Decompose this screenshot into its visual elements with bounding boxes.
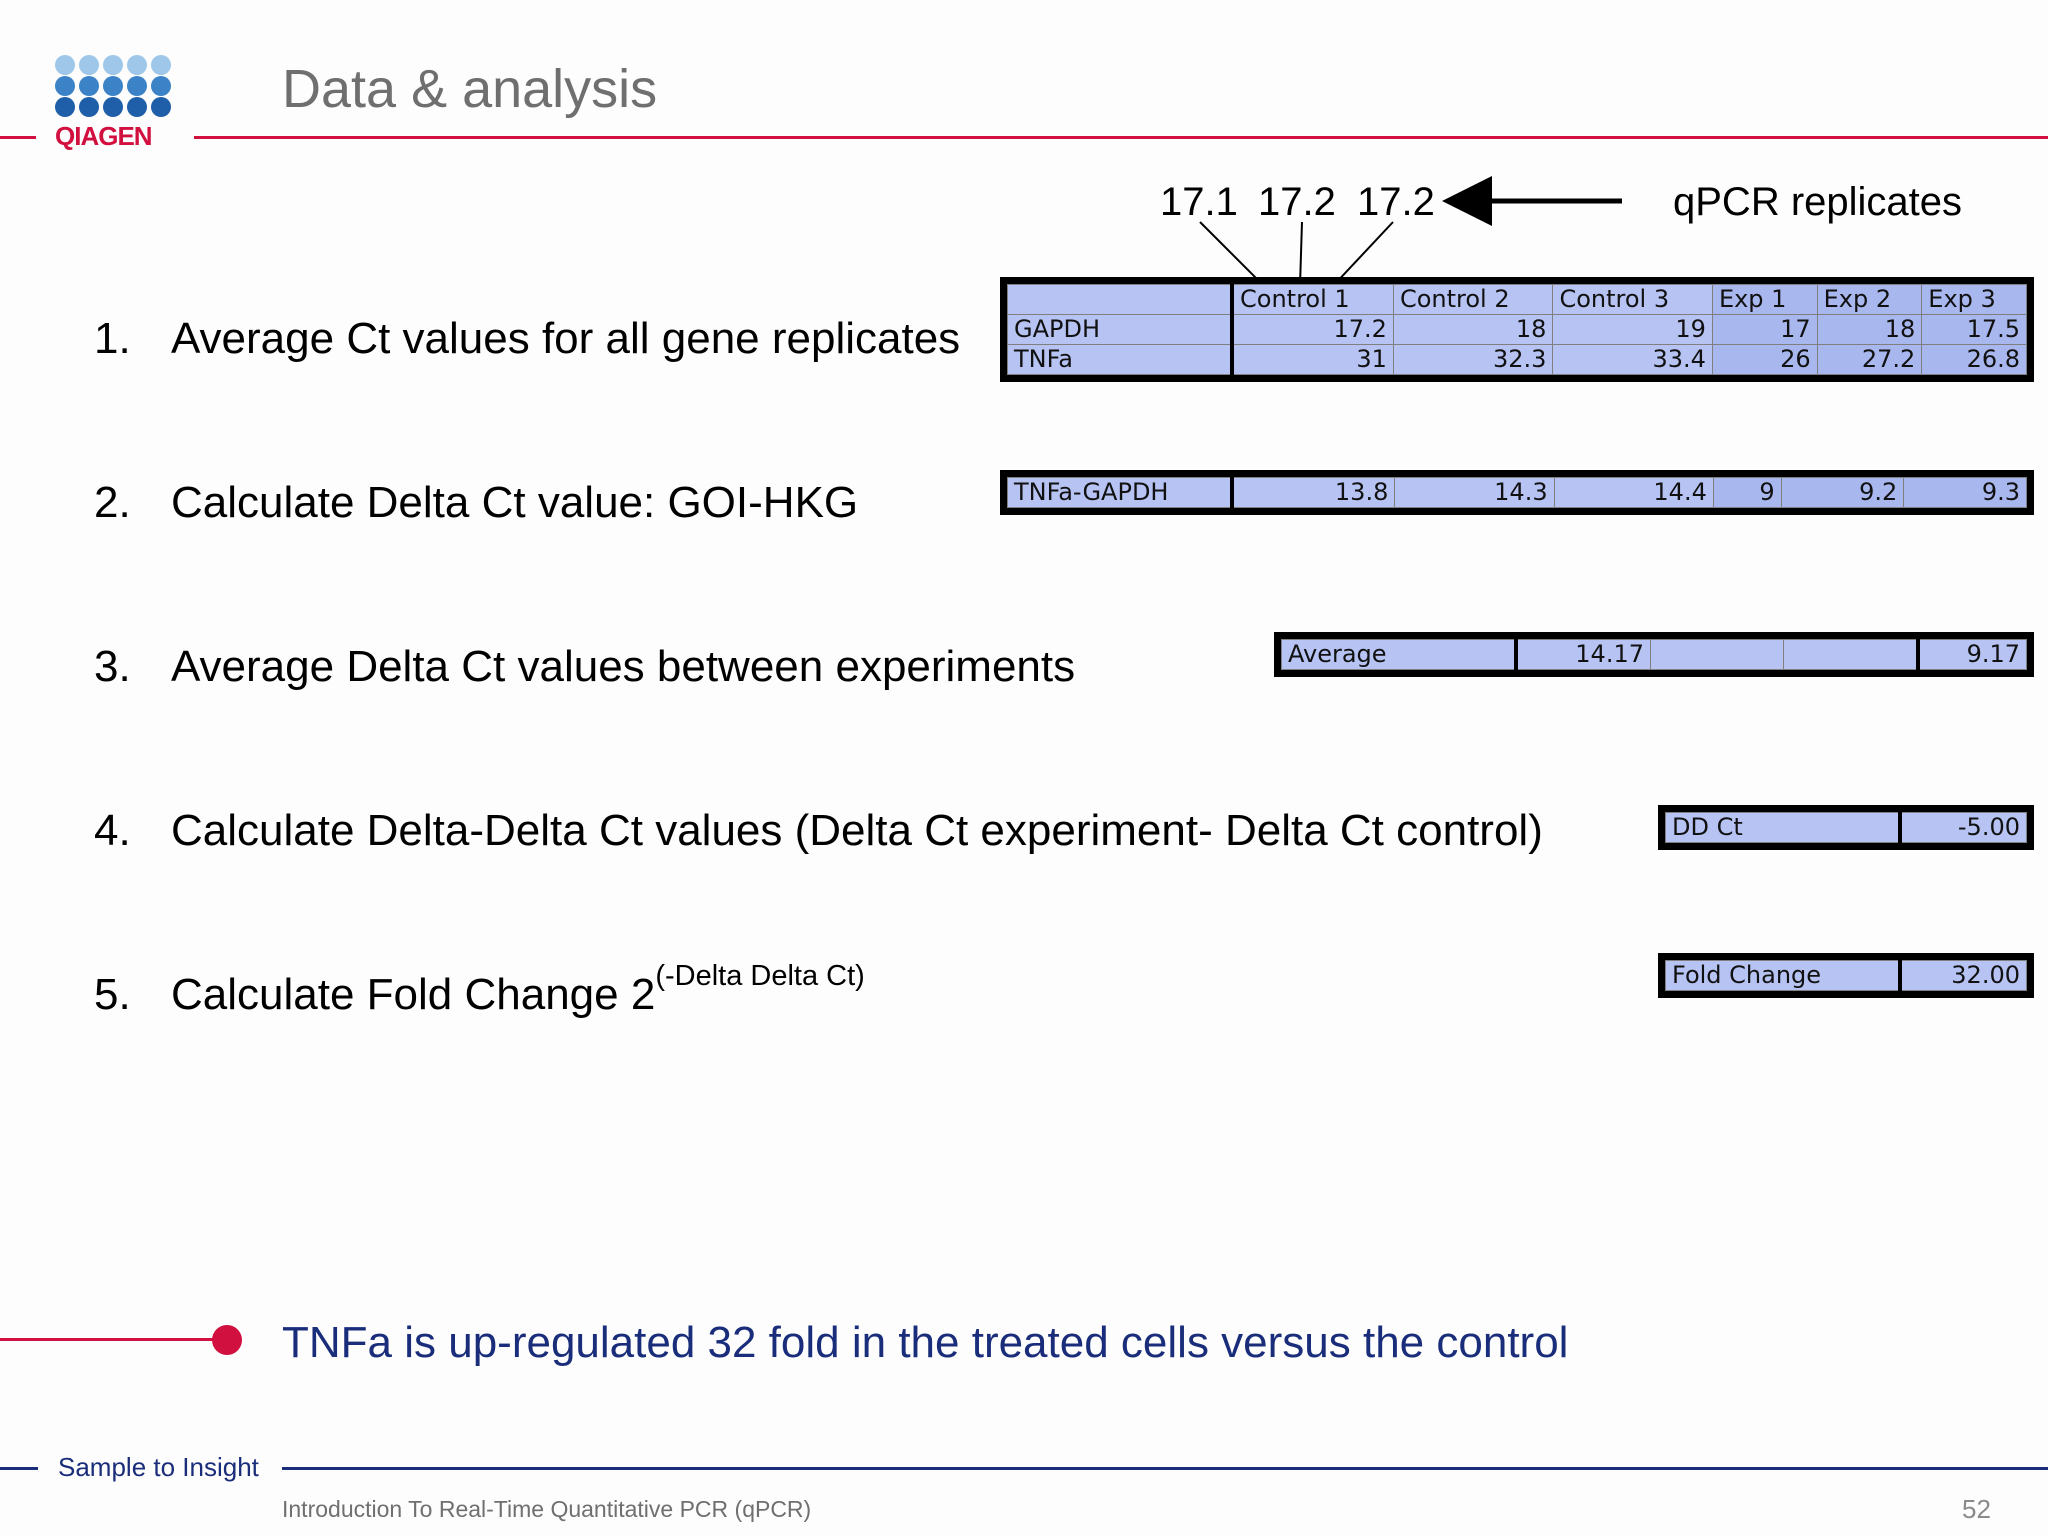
table-cell: -5.00 — [1898, 812, 2027, 843]
logo-dot — [127, 97, 147, 117]
step-4-text: Calculate Delta-Delta Ct values (Delta C… — [171, 806, 1543, 855]
header-cell: Exp 1 — [1711, 284, 1818, 315]
step-5-base: Calculate Fold Change 2 — [171, 970, 656, 1019]
logo-dot — [79, 76, 99, 96]
table-cell: 18 — [1816, 314, 1923, 345]
conclusion-text: TNFa is up-regulated 32 fold in the trea… — [282, 1318, 1569, 1367]
logo-dot — [55, 97, 75, 117]
footer-title: Introduction To Real-Time Quantitative P… — [282, 1496, 812, 1522]
table-row: TNFa-GAPDH 13.8 14.3 14.4 9 9.2 9.3 — [1007, 477, 2027, 508]
step-4-number: 4. — [94, 806, 131, 855]
replicate-value-2: 17.2 — [1258, 180, 1336, 224]
row-label: GAPDH — [1007, 314, 1233, 345]
logo-dot — [127, 76, 147, 96]
logo-dot — [79, 97, 99, 117]
table-row: GAPDH 17.2 18 19 17 18 17.5 — [1007, 314, 2027, 345]
header-cell — [1007, 284, 1233, 315]
logo-dot — [151, 76, 171, 96]
page-number: 52 — [1962, 1494, 1991, 1524]
step-1-text: Average Ct values for all gene replicate… — [171, 314, 961, 363]
footer-slogan: Sample to Insight — [58, 1452, 259, 1482]
table-cell: 17 — [1711, 314, 1818, 345]
logo-dot — [103, 76, 123, 96]
row-label: Average — [1281, 639, 1517, 670]
table-cell: 9.17 — [1916, 639, 2027, 670]
table-cell — [1783, 639, 1919, 670]
header-cell: Exp 3 — [1921, 284, 2027, 315]
table-cell: 32.00 — [1898, 960, 2027, 991]
step-3-text: Average Delta Ct values between experime… — [171, 642, 1076, 691]
table-row: Average 14.17 9.17 — [1281, 639, 2027, 670]
table-cell: 9 — [1712, 477, 1782, 508]
header-rule-left — [0, 136, 36, 139]
table-header-row: Control 1 Control 2 Control 3 Exp 1 Exp … — [1007, 284, 2027, 315]
replicate-value-3: 17.2 — [1357, 180, 1435, 224]
table-cell: 9.3 — [1903, 477, 2027, 508]
average-table: Average 14.17 9.17 — [1274, 632, 2034, 677]
table-cell: 32.3 — [1392, 344, 1554, 375]
table-cell: 27.2 — [1816, 344, 1923, 375]
qiagen-logo: QIAGEN — [55, 55, 180, 155]
table-cell: 14.17 — [1514, 639, 1651, 670]
table-cell: 26.8 — [1921, 344, 2027, 375]
delta-ct-table: TNFa-GAPDH 13.8 14.3 14.4 9 9.2 9.3 — [1000, 470, 2034, 515]
logo-dot — [103, 97, 123, 117]
table-cell: 17.5 — [1921, 314, 2027, 345]
table-cell: 14.3 — [1394, 477, 1555, 508]
logo-dot — [55, 76, 75, 96]
table-cell: 13.8 — [1230, 477, 1396, 508]
table-row: DD Ct -5.00 — [1665, 812, 2027, 843]
conclusion-rule — [0, 1338, 222, 1341]
step-5-superscript: (-Delta Delta Ct) — [655, 960, 865, 992]
table-row: TNFa 31 32.3 33.4 26 27.2 26.8 — [1007, 344, 2027, 375]
step-1-number: 1. — [94, 314, 131, 363]
row-label: TNFa — [1007, 344, 1233, 375]
table-cell: 33.4 — [1552, 344, 1713, 375]
header-rule — [194, 136, 2048, 139]
slide-title: Data & analysis — [282, 59, 658, 119]
table-cell — [1650, 639, 1784, 670]
logo-text: QIAGEN — [55, 121, 153, 151]
delta-delta-ct-table: DD Ct -5.00 — [1658, 805, 2034, 850]
logo-dot — [151, 55, 171, 75]
table-cell: 19 — [1552, 314, 1713, 345]
table-cell: 26 — [1711, 344, 1818, 375]
logo-dot — [151, 97, 171, 117]
header-cell: Control 1 — [1229, 284, 1394, 315]
step-2-number: 2. — [94, 478, 131, 527]
step-5-number: 5. — [94, 970, 131, 1019]
row-label: TNFa-GAPDH — [1007, 477, 1233, 508]
table-row: Fold Change 32.00 — [1665, 960, 2027, 991]
conclusion-bullet-icon — [212, 1325, 242, 1355]
table-cell: 31 — [1229, 344, 1394, 375]
fold-change-table: Fold Change 32.00 — [1658, 953, 2034, 998]
table-cell: 17.2 — [1229, 314, 1394, 345]
logo-dot — [79, 55, 99, 75]
replicate-value-1: 17.1 — [1160, 180, 1238, 224]
step-2-text: Calculate Delta Ct value: GOI-HKG — [171, 478, 859, 527]
step-3-number: 3. — [94, 642, 131, 691]
table-cell: 9.2 — [1780, 477, 1905, 508]
footer-rule — [282, 1467, 2048, 1470]
header-cell: Control 2 — [1392, 284, 1554, 315]
logo-dot — [55, 55, 75, 75]
replicate-label: qPCR replicates — [1673, 180, 1963, 224]
table-cell: 18 — [1392, 314, 1554, 345]
ct-values-table: Control 1 Control 2 Control 3 Exp 1 Exp … — [1000, 277, 2034, 382]
row-label: DD Ct — [1665, 812, 1901, 843]
logo-dot — [103, 55, 123, 75]
logo-dot — [127, 55, 147, 75]
step-5-text: Calculate Fold Change 2(-Delta Delta Ct) — [171, 962, 865, 1020]
header-cell: Control 3 — [1552, 284, 1713, 315]
table-cell: 14.4 — [1553, 477, 1714, 508]
header-cell: Exp 2 — [1816, 284, 1923, 315]
footer-rule-left — [0, 1467, 38, 1470]
row-label: Fold Change — [1665, 960, 1901, 991]
